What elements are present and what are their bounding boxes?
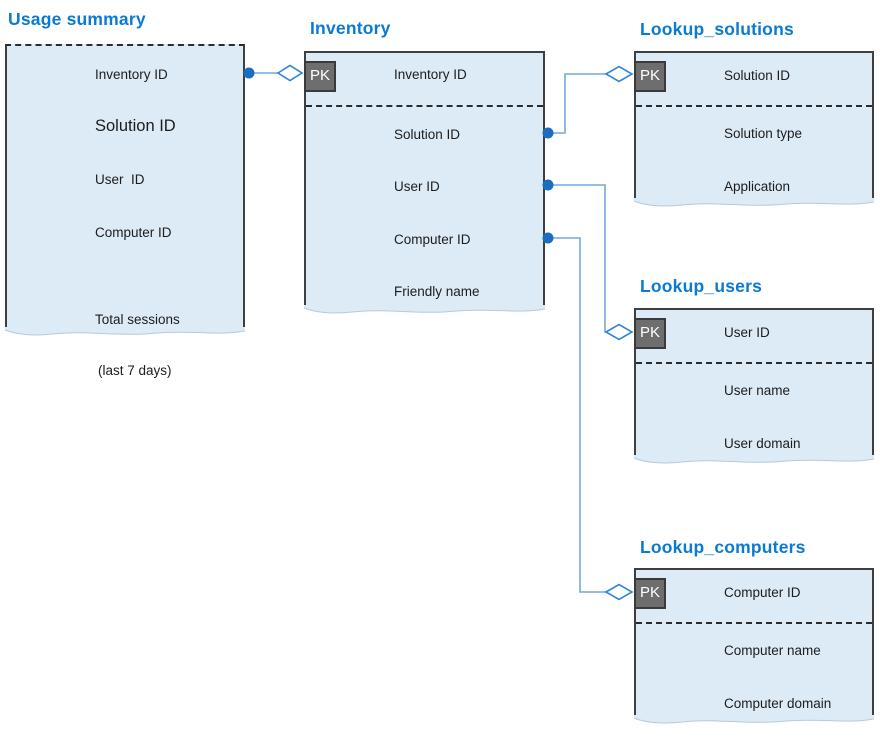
field-user-name: User name bbox=[724, 383, 791, 398]
field-solution-id: Solution ID bbox=[394, 127, 461, 142]
torn-edge-line bbox=[634, 457, 874, 464]
torn-edge-line bbox=[634, 717, 874, 724]
field-computer-id: Computer ID bbox=[95, 225, 172, 240]
connector-line bbox=[548, 184, 606, 333]
table-body: PK User ID User name User domain bbox=[634, 308, 874, 455]
table-title-lookup-solutions: Lookup_solutions bbox=[640, 19, 794, 39]
field-user-id: User ID bbox=[95, 172, 145, 187]
relationship-inventory-computers bbox=[542, 232, 634, 601]
torn-edge bbox=[634, 198, 874, 207]
field-friendly-name: Friendly name bbox=[394, 284, 480, 299]
pk-separator bbox=[636, 362, 872, 364]
table-lookup-computers: PK Computer ID Computer name Computer do… bbox=[634, 568, 874, 725]
relationship-inventory-solutions bbox=[542, 65, 634, 139]
pk-separator bbox=[306, 105, 543, 107]
one-end-diamond bbox=[604, 583, 634, 601]
connector-line bbox=[548, 73, 606, 134]
connector-line bbox=[548, 237, 606, 593]
field-total-sessions: Total sessions (last 7 days) bbox=[95, 277, 180, 378]
pk-separator bbox=[636, 622, 872, 624]
field-computer-id: Computer ID bbox=[724, 585, 801, 600]
pk-badge: PK bbox=[304, 61, 336, 92]
table-body: PK Solution ID Solution type Application bbox=[634, 51, 874, 198]
table-title-usage-summary: Usage summary bbox=[8, 9, 146, 29]
torn-edge-line bbox=[634, 200, 874, 207]
table-title-lookup-users: Lookup_users bbox=[640, 276, 763, 296]
table-lookup-users: PK User ID User name User domain bbox=[634, 308, 874, 465]
torn-edge bbox=[304, 305, 545, 314]
field-user-domain: User domain bbox=[724, 436, 801, 451]
table-lookup-solutions: PK Solution ID Solution type Application bbox=[634, 51, 874, 208]
relationship-inventory-users bbox=[542, 179, 634, 341]
torn-edge-line bbox=[304, 307, 545, 314]
field-computer-name: Computer name bbox=[724, 643, 821, 658]
field-label: Total sessions bbox=[95, 312, 180, 327]
pk-badge: PK bbox=[634, 61, 666, 92]
one-end-diamond bbox=[604, 65, 634, 83]
torn-edge bbox=[634, 455, 874, 464]
one-end-diamond bbox=[604, 323, 634, 341]
field-user-id: User ID bbox=[724, 325, 770, 340]
field-inventory-id: Inventory ID bbox=[95, 67, 168, 82]
torn-edge bbox=[634, 715, 874, 724]
field-solution-type: Solution type bbox=[724, 126, 803, 141]
table-title-lookup-computers: Lookup_computers bbox=[640, 537, 806, 557]
field-inventory-id: Inventory ID bbox=[394, 67, 467, 82]
field-sublabel: (last 7 days) bbox=[98, 363, 172, 378]
field-computer-id: Computer ID bbox=[394, 232, 471, 247]
table-body: PK Computer ID Computer name Computer do… bbox=[634, 568, 874, 715]
relationship-usage-inventory bbox=[243, 64, 304, 82]
table-body: PK Inventory ID Solution ID User ID Comp… bbox=[304, 51, 545, 305]
pk-badge: PK bbox=[634, 318, 666, 349]
table-title-inventory: Inventory bbox=[310, 18, 391, 38]
table-body: Inventory ID Solution ID User ID Compute… bbox=[5, 44, 245, 378]
field-user-id: User ID bbox=[394, 179, 440, 194]
torn-edge bbox=[5, 327, 245, 336]
field-solution-id: Solution ID bbox=[724, 68, 791, 83]
field-solution-id: Solution ID bbox=[95, 117, 176, 135]
table-inventory: PK Inventory ID Solution ID User ID Comp… bbox=[304, 51, 545, 315]
field-computer-domain: Computer domain bbox=[724, 696, 832, 711]
torn-edge-line bbox=[5, 329, 245, 336]
table-usage-summary: Inventory ID Solution ID User ID Compute… bbox=[5, 44, 245, 378]
many-end-dot bbox=[243, 67, 255, 79]
field-application: Application bbox=[724, 179, 791, 194]
one-end-diamond bbox=[276, 64, 304, 82]
pk-badge: PK bbox=[634, 578, 666, 609]
pk-separator bbox=[636, 105, 872, 107]
